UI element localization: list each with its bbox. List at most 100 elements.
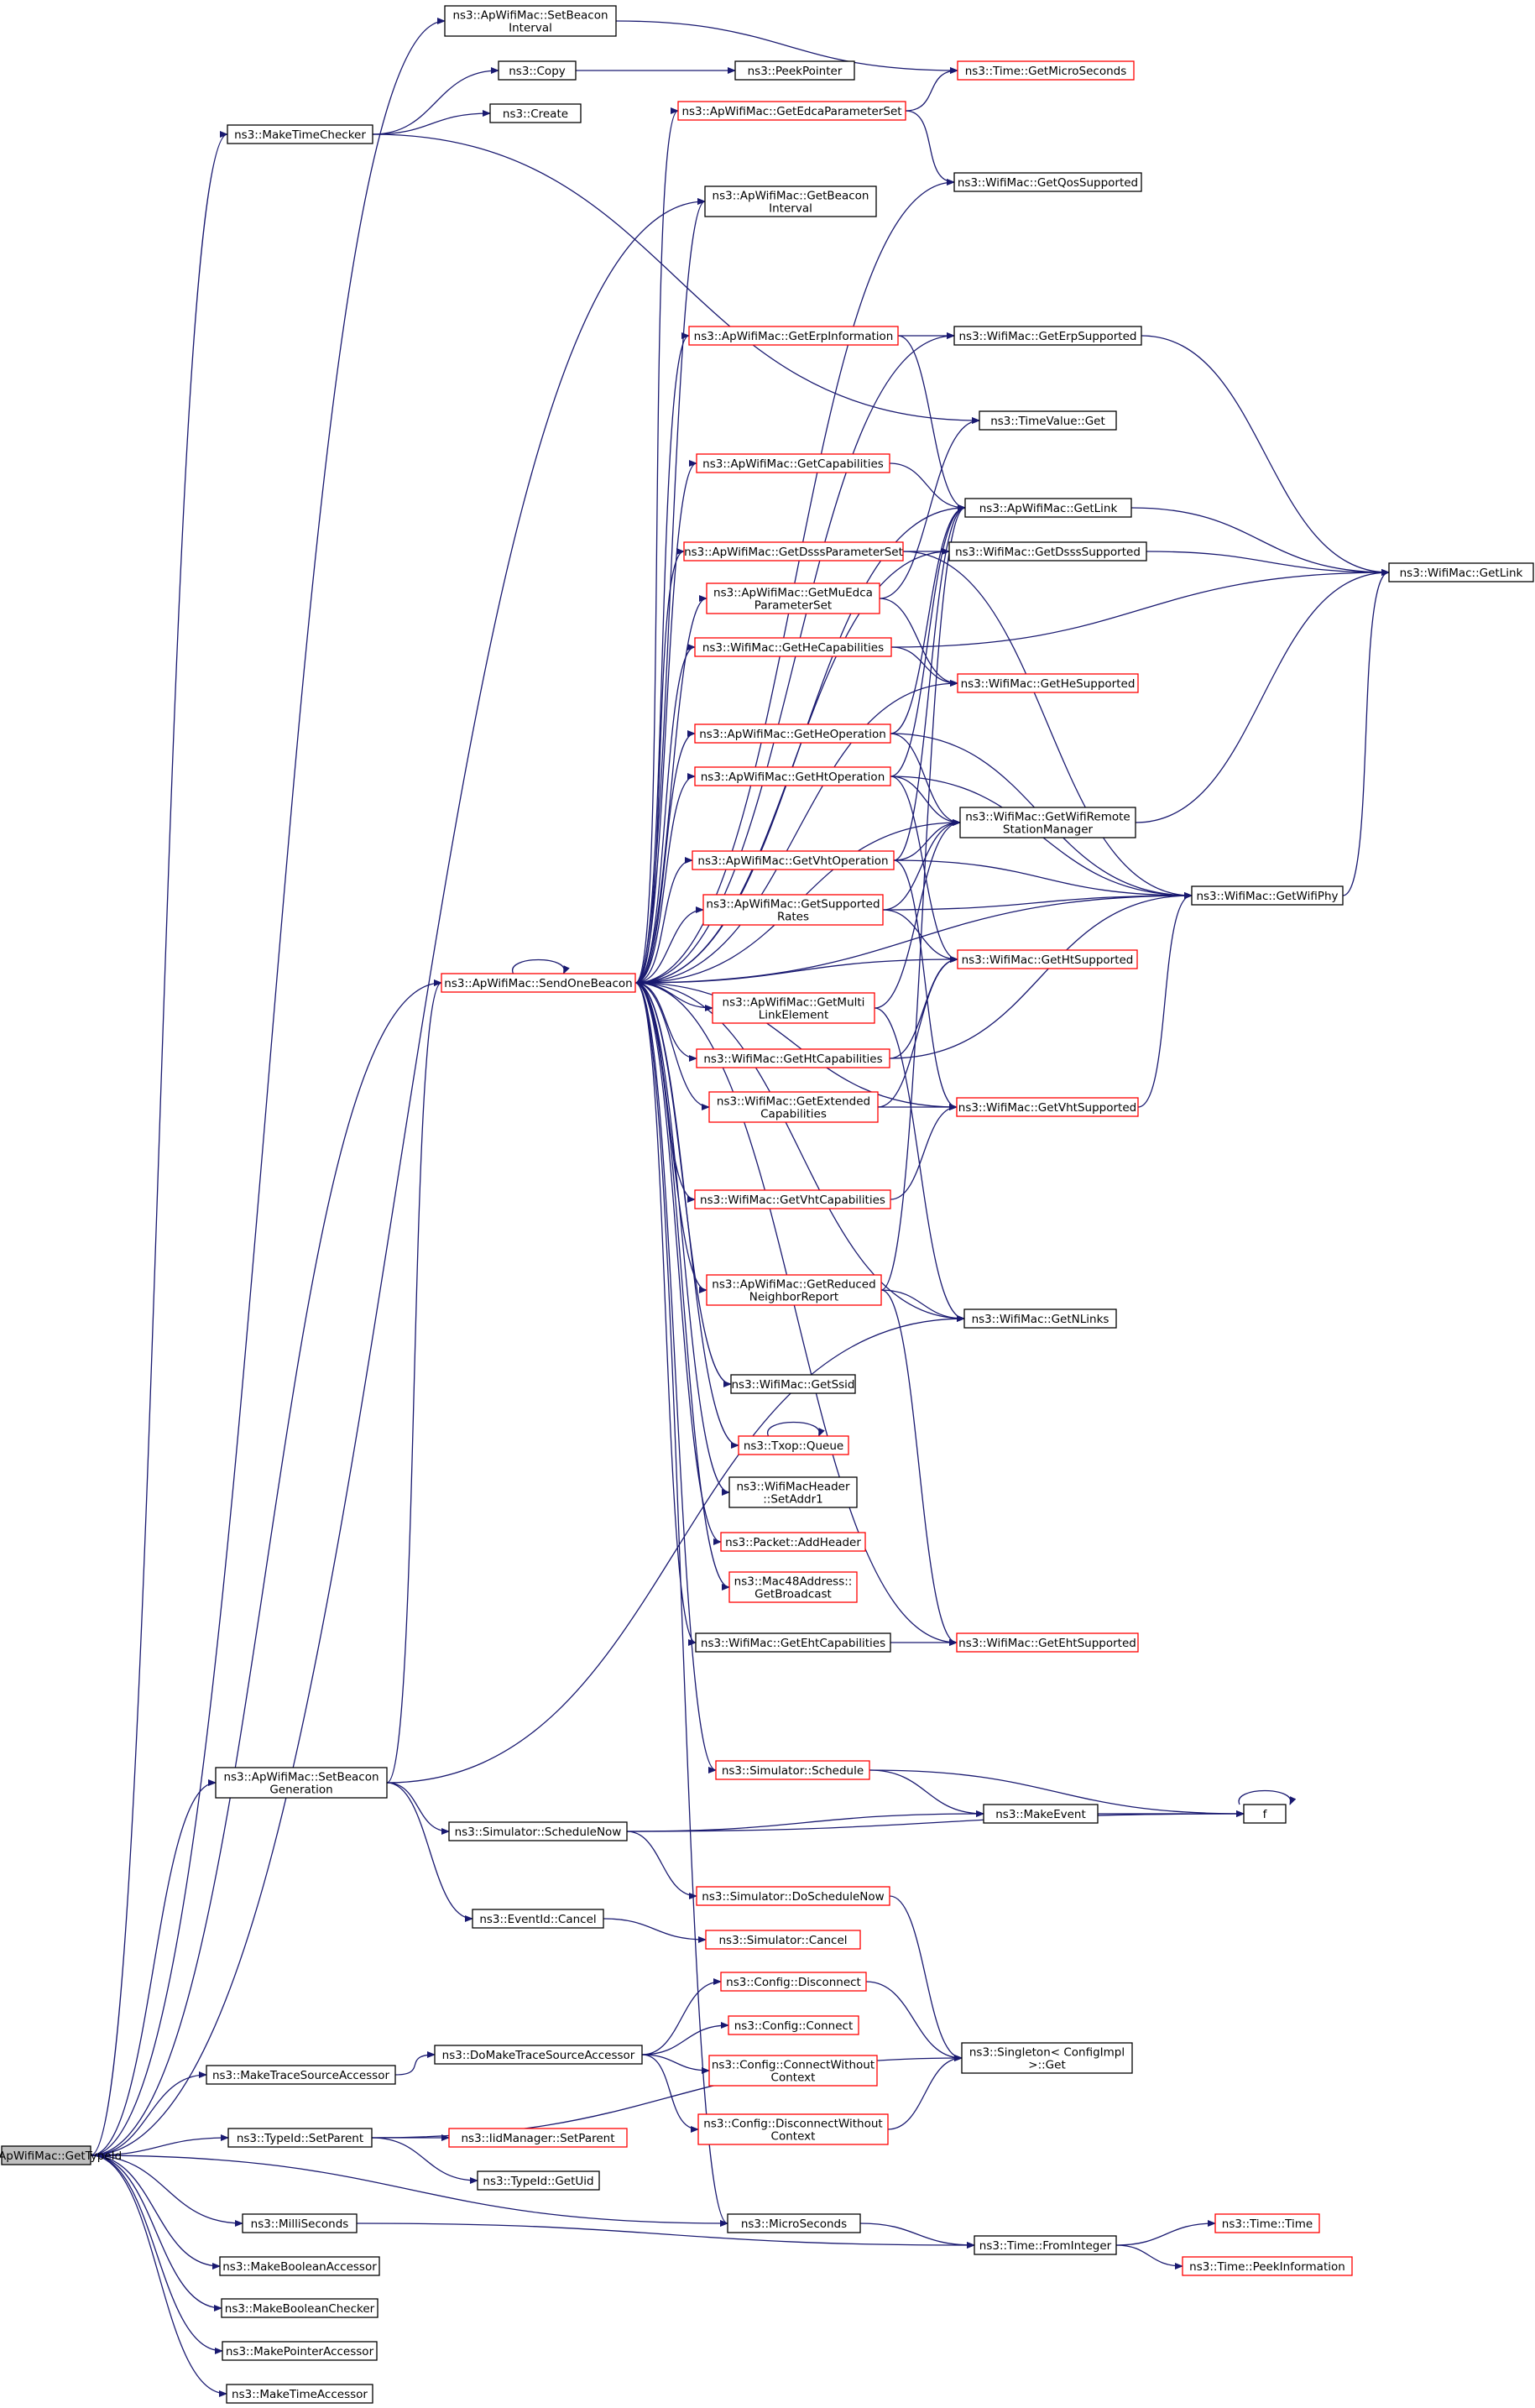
node-box	[956, 1097, 1139, 1117]
node-makeEvent[interactable]: ns3::MakeEvent	[983, 1804, 1099, 1824]
node-getNLinks[interactable]: ns3::WifiMac::GetNLinks	[963, 1308, 1117, 1329]
node-getWifiPhy[interactable]: ns3::WifiMac::GetWifiPhy	[1191, 885, 1344, 906]
node-singletonGet[interactable]: ns3::Singleton< ConfigImpl >::Get	[961, 2042, 1133, 2074]
node-getSsid[interactable]: ns3::WifiMac::GetSsid	[730, 1374, 856, 1394]
node-getErpSupported[interactable]: ns3::WifiMac::GetErpSupported	[953, 326, 1142, 346]
node-peekPointer[interactable]: ns3::PeekPointer	[734, 60, 855, 81]
node-getDsssParam[interactable]: ns3::ApWifiMac::GetDsssParameterSet	[683, 541, 904, 562]
node-box	[983, 1804, 1099, 1824]
node-box	[692, 850, 895, 870]
node-makeTraceSrc[interactable]: ns3::MakeTraceSourceAccessor	[206, 2065, 396, 2085]
node-box	[728, 1476, 858, 1508]
edge-apGetLink-to-wifiGetLink	[1130, 507, 1390, 576]
node-iidSetParent[interactable]: ns3::IidManager::SetParent	[448, 2128, 628, 2148]
node-makeTimeChecker[interactable]: ns3::MakeTimeChecker	[227, 124, 373, 144]
node-getEdca[interactable]: ns3::ApWifiMac::GetEdcaParameterSet	[677, 101, 906, 121]
node-box	[696, 1886, 890, 1906]
node-typeIdSetParent[interactable]: ns3::TypeId::SetParent	[227, 2128, 373, 2148]
node-cfgDisconnect[interactable]: ns3::Config::Disconnect	[720, 1972, 867, 1992]
node-peekInfo[interactable]: ns3::Time::PeekInformation	[1182, 2256, 1353, 2276]
edge-doMakeTraceSrc-to-cfgDisconnect	[641, 1978, 722, 2055]
node-fNode[interactable]: f	[1243, 1804, 1287, 1824]
node-makeBoolAcc[interactable]: ns3::MakeBooleanAccessor	[219, 2256, 380, 2276]
node-wifiGetLink[interactable]: ns3::WifiMac::GetLink	[1388, 562, 1534, 582]
node-getCapabilities[interactable]: ns3::ApWifiMac::GetCapabilities	[696, 453, 890, 473]
node-fromInteger[interactable]: ns3::Time::FromInteger	[974, 2235, 1117, 2255]
node-getHtCap[interactable]: ns3::WifiMac::GetHtCapabilities	[696, 1048, 890, 1068]
node-root[interactable]: ns3::ApWifiMac::GetTypeId	[0, 2145, 122, 2165]
node-timeValueGet[interactable]: ns3::TimeValue::Get	[979, 410, 1117, 431]
edge-sendOneBeacon-to-getHtSupported	[634, 956, 958, 984]
node-doMakeTraceSrc[interactable]: ns3::DoMakeTraceSourceAccessor	[434, 2045, 643, 2065]
node-label: ns3::WifiMac::GetEhtSupported	[958, 1637, 1136, 1650]
node-apGetLink[interactable]: ns3::ApWifiMac::GetLink	[964, 498, 1132, 518]
node-txopQueue[interactable]: ns3::Txop::Queue	[738, 1435, 849, 1455]
node-getHeCap[interactable]: ns3::WifiMac::GetHeCapabilities	[694, 637, 892, 657]
node-scheduleNow[interactable]: ns3::Simulator::ScheduleNow	[448, 1821, 628, 1841]
node-label: ns3::WifiMac::GetVhtSupported	[958, 1101, 1136, 1115]
node-simSchedule[interactable]: ns3::Simulator::Schedule	[715, 1760, 870, 1780]
node-sendOneBeacon[interactable]: ns3::ApWifiMac::SendOneBeacon	[441, 973, 636, 993]
node-setAddr1[interactable]: ns3::WifiMacHeader::SetAddr1	[728, 1476, 858, 1508]
node-getQos[interactable]: ns3::WifiMac::GetQosSupported	[953, 172, 1142, 192]
node-makeTimeAcc[interactable]: ns3::MakeTimeAccessor	[226, 2384, 373, 2404]
node-makeBoolChk[interactable]: ns3::MakeBooleanChecker	[221, 2298, 379, 2318]
node-box	[704, 185, 877, 217]
node-getBroadcast[interactable]: ns3::Mac48Address::GetBroadcast	[728, 1571, 858, 1603]
node-label: ns3::WifiMac::GetNLinks	[972, 1313, 1109, 1326]
node-getRemoteStation[interactable]: ns3::WifiMac::GetWifiRemoteStationManage…	[959, 807, 1136, 838]
node-label: ns3::WifiMac::GetQosSupported	[958, 176, 1138, 190]
node-addHeader[interactable]: ns3::Packet::AddHeader	[720, 1532, 866, 1552]
node-label: ::SetAddr1	[763, 1493, 823, 1507]
node-getEhtSupported[interactable]: ns3::WifiMac::GetEhtSupported	[956, 1632, 1139, 1653]
node-box	[1191, 885, 1344, 906]
node-microSeconds[interactable]: ns3::MicroSeconds	[727, 2213, 861, 2233]
node-timeTime[interactable]: ns3::Time::Time	[1214, 2213, 1320, 2233]
edge-getErpSupported-to-wifiGetLink	[1141, 335, 1390, 576]
node-eventCancel[interactable]: ns3::EventId::Cancel	[472, 1909, 604, 1929]
edge-makeTraceSrc-to-doMakeTraceSrc	[394, 2051, 436, 2076]
node-getHeOp[interactable]: ns3::ApWifiMac::GetHeOperation	[694, 723, 891, 744]
node-getVhtCap[interactable]: ns3::WifiMac::GetVhtCapabilities	[694, 1189, 891, 1209]
node-copy[interactable]: ns3::Copy	[498, 60, 577, 81]
node-label: Generation	[269, 1784, 332, 1797]
node-getEhtCap[interactable]: ns3::WifiMac::GetEhtCapabilities	[695, 1632, 891, 1653]
node-milliSeconds[interactable]: ns3::MilliSeconds	[242, 2213, 358, 2233]
node-getHtSupported[interactable]: ns3::WifiMac::GetHtSupported	[957, 949, 1138, 969]
node-label: Capabilities	[760, 1108, 827, 1121]
edge-sendOneBeacon-to-getWifiPhy	[634, 892, 1193, 984]
edge-sendOneBeacon-to-getExtCap	[634, 982, 710, 1110]
node-getMicroSeconds[interactable]: ns3::Time::GetMicroSeconds	[957, 60, 1135, 81]
node-box	[1388, 562, 1534, 582]
node-label: ns3::MakeEvent	[995, 1808, 1086, 1821]
node-box	[728, 2015, 859, 2035]
node-getHtOp[interactable]: ns3::ApWifiMac::GetHtOperation	[694, 766, 891, 786]
node-doScheduleNow[interactable]: ns3::Simulator::DoScheduleNow	[696, 1886, 890, 1906]
node-getDsssSupported[interactable]: ns3::WifiMac::GetDsssSupported	[948, 541, 1147, 562]
edge-sendOneBeacon-to-getEhtCap	[634, 982, 697, 1646]
node-cfgConnect[interactable]: ns3::Config::Connect	[728, 2015, 859, 2035]
node-makePtrAcc[interactable]: ns3::MakePointerAccessor	[222, 2341, 378, 2361]
node-getHeSupported[interactable]: ns3::WifiMac::GetHeSupported	[957, 673, 1139, 693]
node-box	[441, 973, 636, 993]
node-box	[979, 410, 1117, 431]
edge-getRemoteStation-to-wifiGetLink	[1135, 569, 1390, 823]
node-getVhtSupported[interactable]: ns3::WifiMac::GetVhtSupported	[956, 1097, 1139, 1117]
node-label: ns3::TypeId::GetUid	[483, 2175, 593, 2188]
node-create[interactable]: ns3::Create	[489, 103, 582, 123]
node-getErpInfo[interactable]: ns3::ApWifiMac::GetErpInformation	[688, 326, 899, 346]
node-simCancel[interactable]: ns3::Simulator::Cancel	[705, 1930, 861, 1950]
edge-simSchedule-to-makeEvent	[869, 1769, 984, 1817]
node-getVhtOp[interactable]: ns3::ApWifiMac::GetVhtOperation	[692, 850, 895, 870]
node-typeIdGetUid[interactable]: ns3::TypeId::GetUid	[477, 2170, 600, 2191]
